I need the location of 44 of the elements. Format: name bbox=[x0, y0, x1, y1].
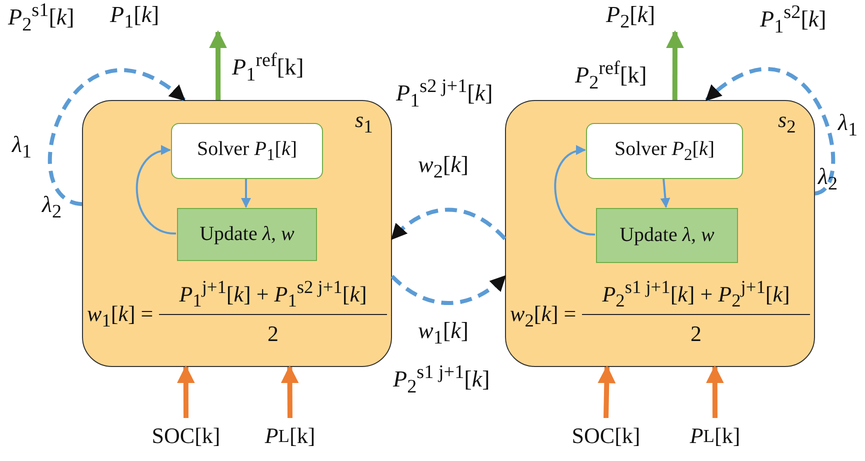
arrow bbox=[241, 178, 251, 208]
process-box bbox=[177, 208, 317, 261]
input-label: SOC[k] bbox=[146, 418, 226, 454]
fraction-denominator: 2 bbox=[266, 321, 280, 347]
math-label: λ$_{2}$ bbox=[42, 192, 62, 224]
arrow bbox=[554, 146, 596, 236]
arrow bbox=[280, 365, 299, 418]
node-text: Update λ, w bbox=[200, 223, 294, 246]
arrow bbox=[176, 365, 195, 418]
math-label: P$_{1}$$^{s2 j+1}$[k] bbox=[396, 76, 493, 112]
arrow bbox=[136, 146, 176, 234]
arrow bbox=[598, 365, 616, 418]
math-label: P$_{1}$$^{s2}$[k] bbox=[760, 2, 826, 38]
math-label: λ$_{1}$ bbox=[12, 132, 32, 164]
process-box bbox=[596, 208, 738, 263]
fraction-denominator: 2 bbox=[690, 321, 702, 347]
input-label: SOC[k] bbox=[566, 418, 646, 454]
node-text: Update λ, w bbox=[620, 224, 714, 247]
math-label: λ$_{2}$ bbox=[818, 164, 838, 196]
math-label: λ$_{1}$ bbox=[838, 110, 858, 142]
formula-text: w$_{1}$[k] = bbox=[87, 301, 154, 332]
math-label: P$_{2}$$^{s1 j+1}$[k] bbox=[393, 362, 490, 398]
math-label: P$_{1}$[k] bbox=[110, 2, 160, 34]
formula-text: w$_{2}$[k] = bbox=[510, 301, 576, 332]
math-label: P$_{2}$[k] bbox=[606, 2, 656, 34]
dashed-arrow bbox=[48, 69, 186, 206]
arrow bbox=[209, 30, 228, 100]
process-box bbox=[171, 123, 323, 179]
math-label: P$_{2}$$^{s1}$[k] bbox=[8, 0, 74, 36]
arrow bbox=[706, 365, 724, 418]
node-text: Solver P$_{1}$[k] bbox=[197, 138, 297, 164]
process-box bbox=[586, 123, 743, 179]
node-title: s$_{2}$ bbox=[778, 107, 796, 138]
dashed-arrow bbox=[705, 68, 836, 196]
dashed-arrow bbox=[390, 208, 506, 240]
node-title: s$_{1}$ bbox=[355, 107, 373, 138]
arrow bbox=[666, 30, 684, 100]
fraction-numerator: P$_{1}$$^{j+1}$[k] + P$_{1}$$^{s2 j+1}$[k] bbox=[159, 277, 387, 315]
dashed-arrow bbox=[390, 274, 506, 306]
group-box bbox=[505, 100, 815, 367]
arrow bbox=[660, 178, 670, 208]
fraction-numerator: P$_{2}$$^{s1 j+1}$[k] + P$_{2}$$^{j+1}$[k] bbox=[582, 277, 810, 315]
node-text: Solver P$_{2}$[k] bbox=[614, 138, 714, 164]
group-box bbox=[82, 100, 392, 367]
